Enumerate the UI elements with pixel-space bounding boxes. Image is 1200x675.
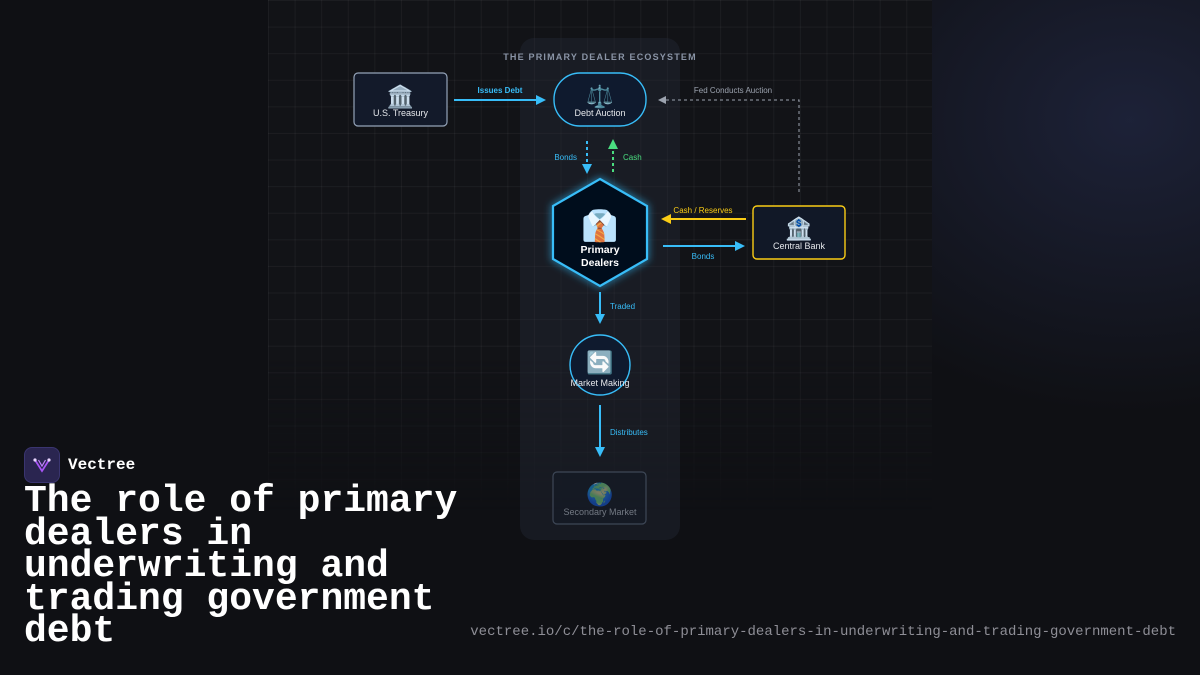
page-title: The role of primary dealers in underwrit…: [24, 480, 458, 653]
edge-label-cash-reserves: Cash / Reserves: [673, 206, 732, 215]
node-label-primary: Primary: [580, 244, 619, 256]
edge-bonds-to-central-bank: Bonds: [663, 241, 745, 261]
necktie-shirt-icon: 👔: [581, 208, 618, 244]
edge-label-cash-up: Cash: [623, 153, 642, 162]
page-url[interactable]: vectree.io/c/the-role-of-primary-dealers…: [470, 624, 1176, 640]
node-label-us-treasury: U.S. Treasury: [373, 108, 429, 118]
vectree-logo-icon: [24, 447, 60, 483]
diagram-title: THE PRIMARY DEALER ECOSYSTEM: [503, 52, 697, 62]
node-debt-auction: ⚖️ Debt Auction: [553, 72, 647, 127]
node-primary-dealers: 👔 Primary Dealers: [551, 177, 649, 288]
edge-label-distributes: Distributes: [610, 428, 648, 437]
edge-label-traded: Traded: [610, 302, 635, 311]
edge-fed-conducts-auction: Fed Conducts Auction: [658, 86, 800, 192]
brand-name: Vectree: [68, 456, 136, 474]
bank-icon: 🏦: [785, 216, 812, 242]
edge-cash-reserves: Cash / Reserves: [661, 206, 746, 224]
node-label-debt-auction: Debt Auction: [574, 108, 625, 118]
refresh-arrows-icon: 🔄: [586, 350, 613, 376]
node-us-treasury: 🏛️ U.S. Treasury: [353, 72, 448, 127]
node-label-market-making: Market Making: [570, 378, 629, 388]
edge-issues-debt: Issues Debt: [454, 86, 546, 105]
node-market-making: 🔄 Market Making: [569, 334, 631, 396]
globe-icon: 🌍: [586, 482, 613, 508]
node-label-secondary-market: Secondary Market: [563, 507, 637, 517]
node-central-bank: 🏦 Central Bank: [752, 205, 846, 260]
edge-cash-up: Cash: [608, 139, 642, 172]
edge-label-issues-debt: Issues Debt: [478, 86, 523, 95]
bank-building-icon: 🏛️: [387, 84, 414, 110]
edge-label-bonds-to-central-bank: Bonds: [692, 252, 715, 261]
edge-label-fed-conducts-auction: Fed Conducts Auction: [694, 86, 772, 95]
scales-icon: ⚖️: [586, 84, 613, 110]
brand: Vectree: [24, 447, 135, 483]
edge-bonds-down: Bonds: [554, 141, 592, 174]
edge-distributes: Distributes: [595, 405, 648, 457]
edge-traded: Traded: [595, 292, 635, 324]
node-secondary-market: 🌍 Secondary Market: [552, 471, 647, 525]
node-label-central-bank: Central Bank: [773, 241, 826, 251]
edge-label-bonds-down: Bonds: [554, 153, 577, 162]
node-label-dealers: Dealers: [581, 257, 619, 269]
